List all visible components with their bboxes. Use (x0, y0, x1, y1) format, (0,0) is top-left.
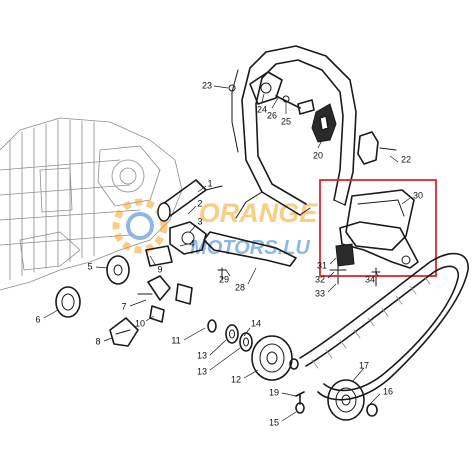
callout-22: 22 (401, 154, 411, 164)
pulley-large (251, 335, 299, 381)
clutch-housing (145, 221, 207, 267)
clutch-drum-segment (109, 317, 139, 347)
callout-33: 33 (315, 288, 325, 298)
callout-1: 1 (207, 178, 212, 188)
callout-2: 2 (197, 198, 202, 208)
callout-6: 6 (35, 314, 40, 324)
callout-23: 23 (202, 80, 212, 90)
callout-13: 13 (197, 350, 207, 360)
callout-12: 12 (231, 374, 241, 384)
handle-bar (231, 45, 357, 219)
callout-13b: 13 (197, 366, 207, 376)
callout-9: 9 (157, 264, 162, 274)
watermark-text-top: ORANGE (199, 198, 318, 228)
callout-labels: 1 2 3 4 5 6 7 8 9 10 11 12 13 13 14 15 1… (35, 80, 423, 427)
callout-15: 15 (269, 417, 279, 427)
callout-20: 20 (313, 150, 323, 160)
clutch-disk (106, 255, 130, 285)
drive-shaft-tube (157, 179, 223, 222)
callout-10: 10 (135, 318, 145, 328)
callout-11: 11 (171, 335, 180, 345)
callout-34: 34 (365, 274, 375, 284)
callout-29: 29 (219, 274, 229, 284)
callout-28: 28 (235, 282, 245, 292)
gear-logo-icon (112, 198, 168, 254)
callout-30: 30 (413, 190, 423, 200)
clamp-half (357, 131, 397, 165)
callout-25: 25 (281, 116, 291, 126)
screw-23 (228, 84, 236, 99)
callout-7: 7 (121, 301, 126, 311)
callout-19: 19 (269, 387, 279, 397)
callout-32: 32 (315, 274, 325, 284)
watermark-text-bottom: MOTORS.LU (190, 237, 310, 259)
callout-4: 4 (189, 238, 194, 248)
engine-outline (0, 117, 183, 291)
callout-3: 3 (197, 216, 202, 226)
washer-stack (207, 319, 253, 352)
anti-vibration-buffer (311, 103, 337, 143)
callout-17: 17 (359, 360, 369, 370)
pulley-lower (327, 379, 378, 421)
leader-lines (43, 85, 411, 422)
handle-mount-plate (249, 71, 283, 105)
screws-lower (295, 391, 305, 414)
watermark: ORANGE MOTORS.LU (112, 198, 318, 259)
callout-5: 5 (87, 261, 92, 271)
callout-16: 16 (383, 386, 393, 396)
callout-26: 26 (267, 110, 277, 120)
callout-14: 14 (251, 318, 261, 328)
bolt-assembly-25 (275, 95, 315, 115)
handle-bracket (203, 231, 297, 281)
pulley-small (55, 286, 81, 318)
callout-8: 8 (95, 336, 100, 346)
drive-belt (299, 252, 469, 401)
callout-24: 24 (257, 104, 267, 114)
callout-31: 31 (317, 260, 327, 270)
clutch-shoes (137, 275, 193, 323)
mounting-bracket (329, 189, 419, 287)
